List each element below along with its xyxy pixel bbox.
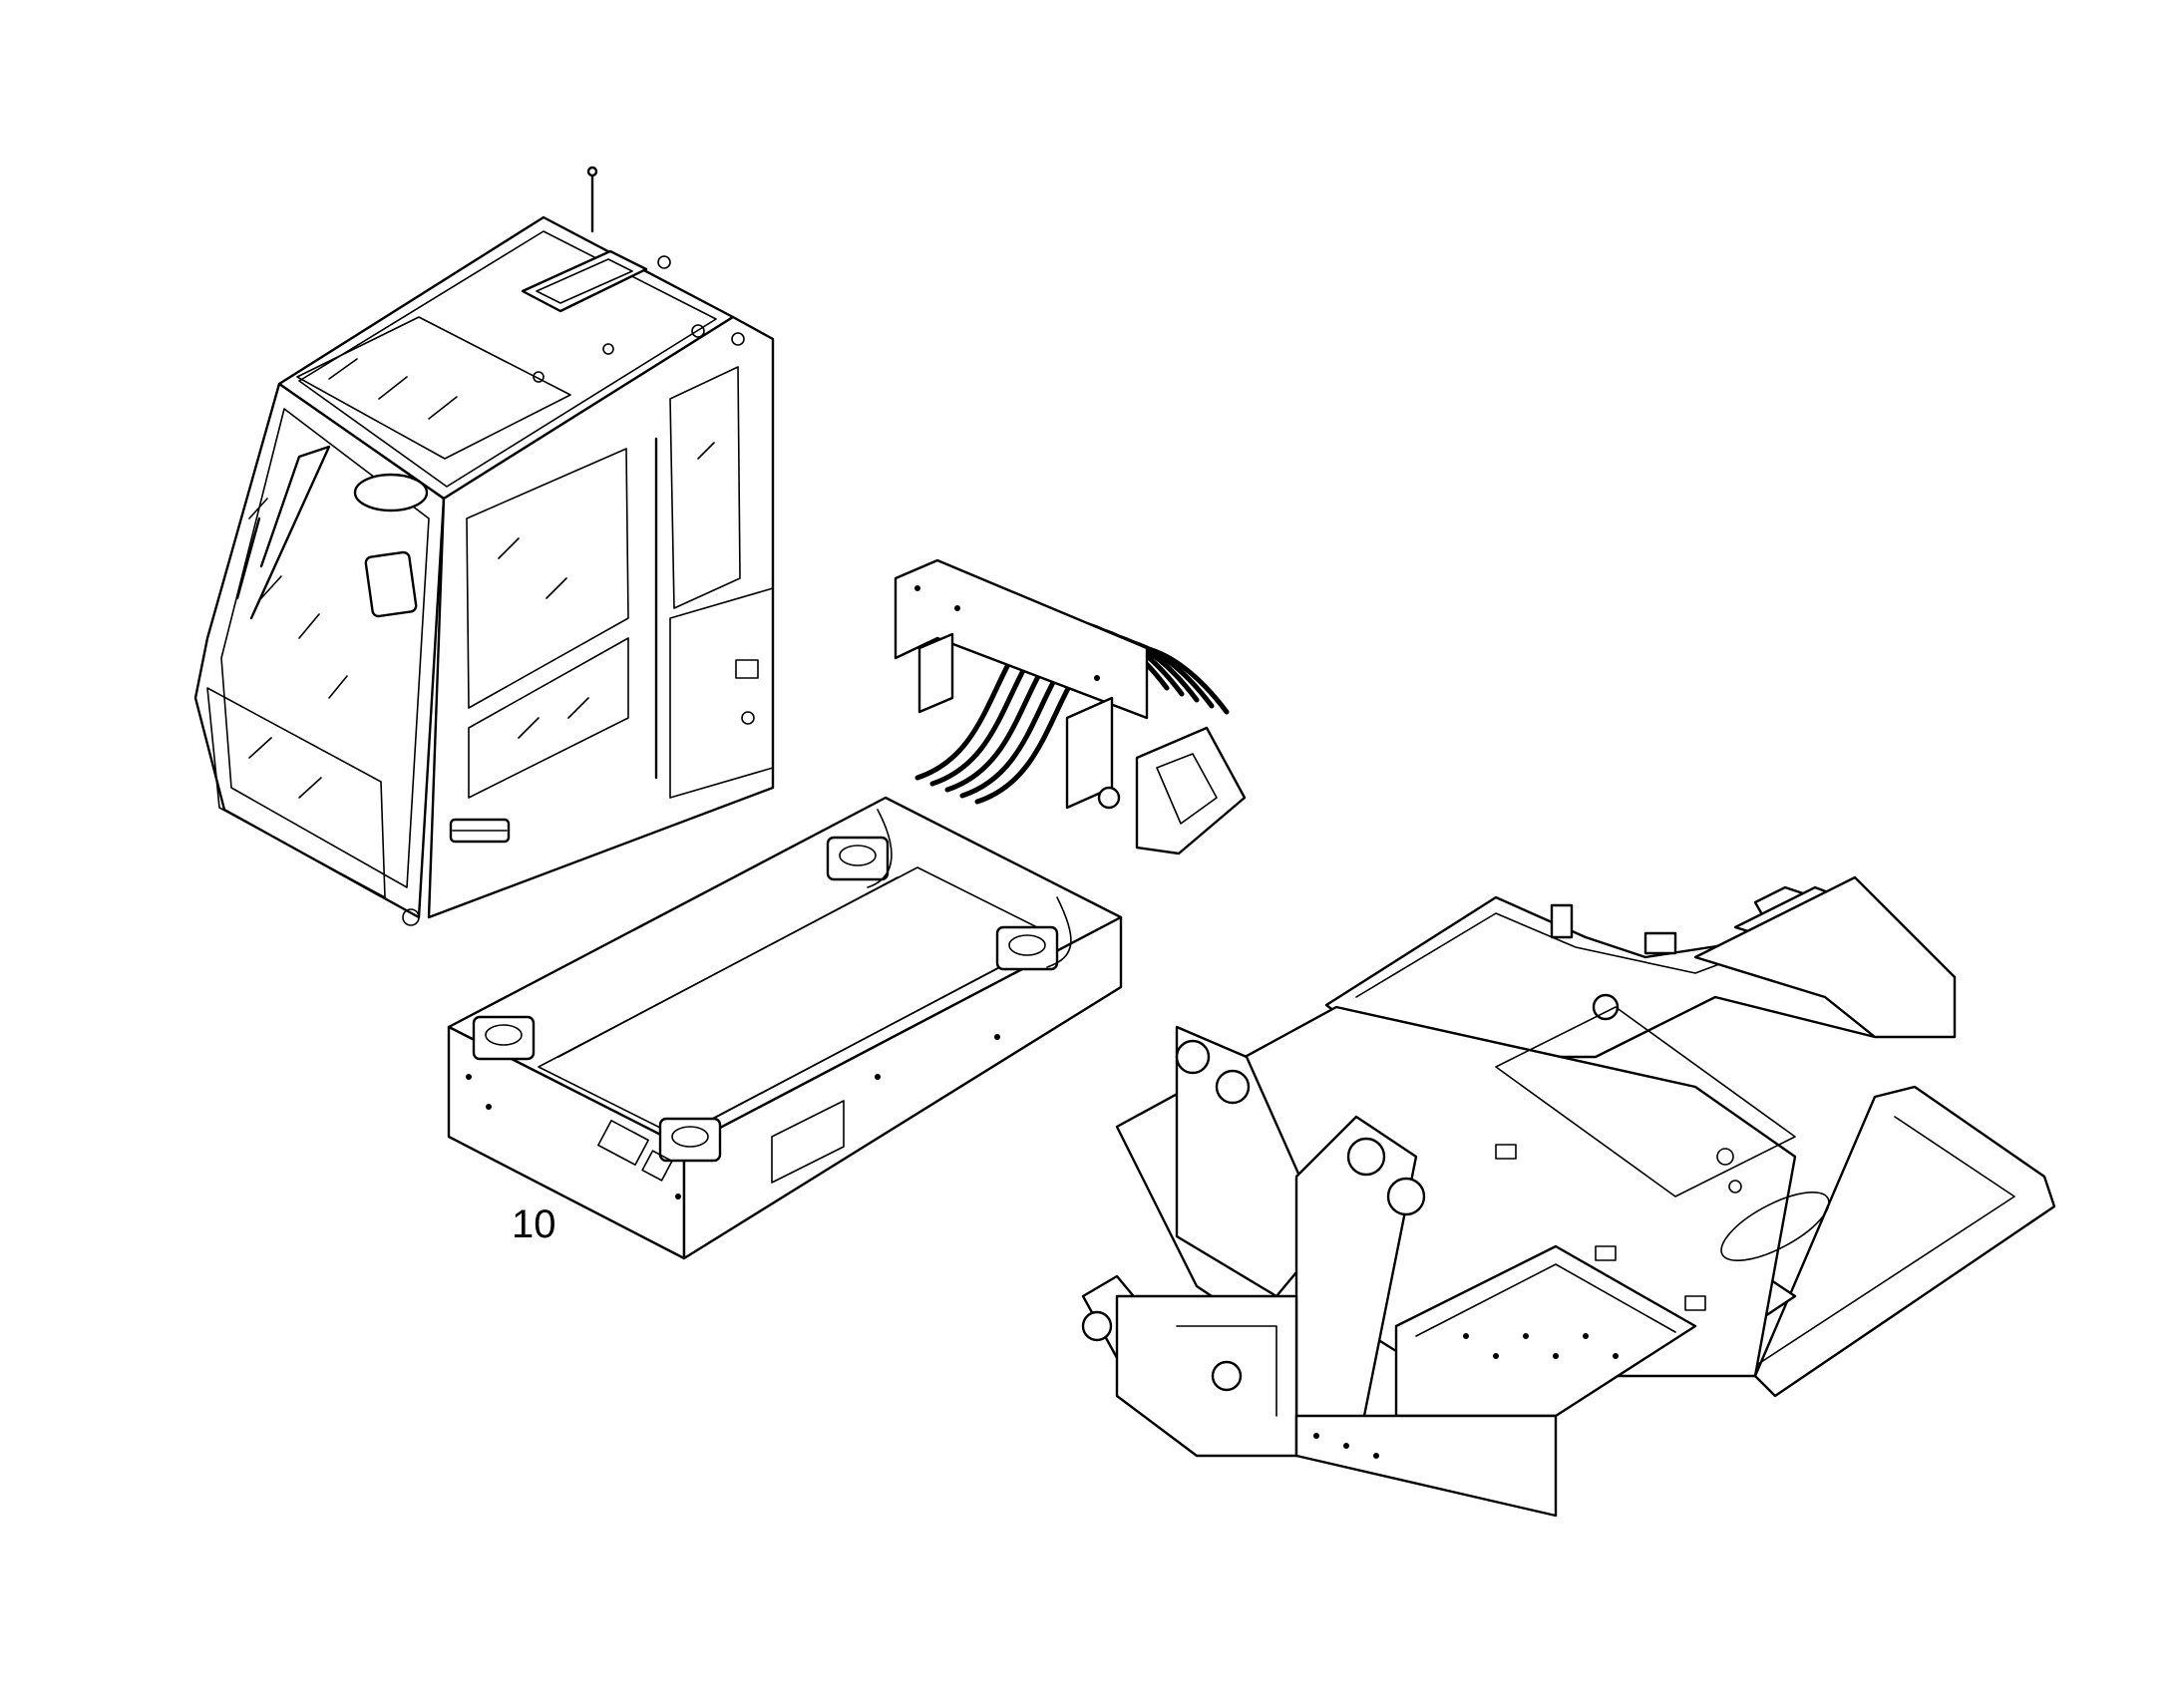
cab-frame[interactable] [447,558,1247,1260]
main-chassis[interactable] [1081,875,2056,1518]
item-callout-10: 10 [512,1202,556,1246]
operator-cab[interactable] [193,166,775,926]
